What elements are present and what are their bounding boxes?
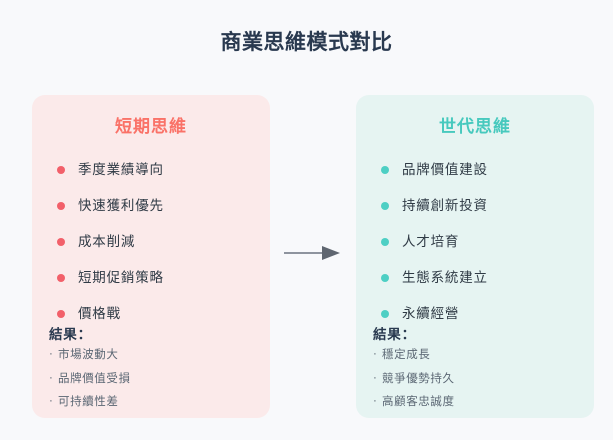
list-item-label: 永續經營 (402, 306, 460, 322)
list-item: 人才培育 (356, 224, 594, 260)
footer-title: 結果： (373, 327, 416, 342)
footer-list-item: 市場波動大 (49, 349, 259, 362)
left-card-list: 季度業績導向 快速獲利優先 成本削減 短期促銷策略 價格戰 (32, 152, 270, 332)
list-item: 價格戰 (32, 296, 270, 332)
list-item: 季度業績導向 (32, 152, 270, 188)
list-item-label: 快速獲利優先 (78, 198, 164, 214)
right-card-footer: 結果： 穩定成長 競爭優勢持久 高顧客忠誠度 (373, 323, 583, 421)
list-item: 永續經營 (356, 296, 594, 332)
footer-list-item: 競爭優勢持久 (373, 373, 583, 386)
short-term-thinking-card: 短期思維 季度業績導向 快速獲利優先 成本削減 短期促銷策略 價格戰 (32, 95, 270, 418)
footer-list-item: 品牌價值受損 (49, 373, 259, 386)
list-item: 持續創新投資 (356, 188, 594, 224)
list-item-label: 價格戰 (78, 306, 121, 322)
generational-thinking-card: 世代思維 品牌價值建設 持續創新投資 人才培育 生態系統建立 永續經營 (356, 95, 594, 418)
list-item: 成本削減 (32, 224, 270, 260)
arrow-right-icon (284, 244, 344, 262)
bullet-dot-icon (381, 274, 389, 282)
list-item-label: 持續創新投資 (402, 198, 488, 214)
page-title: 商業思維模式對比 (220, 31, 393, 54)
right-card-header: 世代思維 (439, 117, 511, 136)
bullet-dot-icon (381, 166, 389, 174)
bullet-dot-icon (57, 202, 65, 210)
list-item-label: 品牌價值建設 (402, 162, 488, 178)
list-item-label: 季度業績導向 (78, 162, 164, 178)
left-card-footer: 結果： 市場波動大 品牌價值受損 可持續性差 (49, 323, 259, 421)
bullet-dot-icon (57, 238, 65, 246)
list-item-label: 生態系統建立 (402, 270, 488, 286)
footer-title: 結果： (49, 327, 92, 342)
bullet-dot-icon (57, 166, 65, 174)
list-item-label: 短期促銷策略 (78, 270, 164, 286)
list-item: 生態系統建立 (356, 260, 594, 296)
bullet-dot-icon (381, 202, 389, 210)
bullet-dot-icon (57, 310, 65, 318)
footer-list-item: 可持續性差 (49, 396, 259, 409)
list-item: 短期促銷策略 (32, 260, 270, 296)
left-card-header: 短期思維 (115, 117, 187, 136)
list-item: 品牌價值建設 (356, 152, 594, 188)
bullet-dot-icon (381, 238, 389, 246)
list-item-label: 人才培育 (402, 234, 460, 250)
bullet-dot-icon (381, 310, 389, 318)
list-item-label: 成本削減 (78, 234, 136, 250)
list-item: 快速獲利優先 (32, 188, 270, 224)
footer-list-item: 高顧客忠誠度 (373, 396, 583, 409)
right-card-list: 品牌價值建設 持續創新投資 人才培育 生態系統建立 永續經營 (356, 152, 594, 332)
footer-list-item: 穩定成長 (373, 349, 583, 362)
bullet-dot-icon (57, 274, 65, 282)
